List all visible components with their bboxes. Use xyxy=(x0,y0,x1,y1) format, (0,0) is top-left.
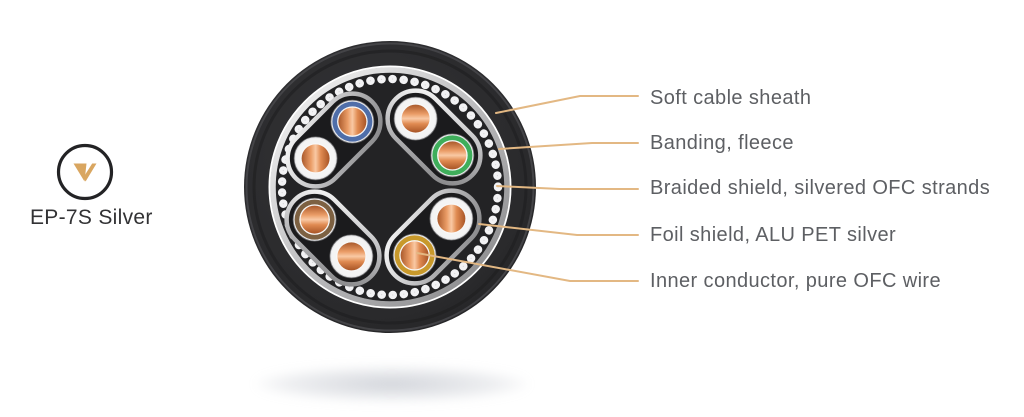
callout-label-soft-cable-sheath: Soft cable sheath xyxy=(650,87,812,109)
conductor-white xyxy=(429,196,474,241)
leader-line-0 xyxy=(495,95,639,114)
brand-logo xyxy=(56,143,114,201)
conductor-yellow xyxy=(392,233,437,278)
conductor-brown xyxy=(292,197,337,242)
wire-pairs xyxy=(284,88,483,287)
product-name: EP-7S Silver xyxy=(30,206,153,229)
wire-pair-top-left xyxy=(285,91,383,189)
leader-line-4 xyxy=(416,252,639,282)
wire-pair-top-right xyxy=(385,88,483,186)
conductor-white xyxy=(293,136,338,181)
conductor-green xyxy=(430,133,475,178)
callout-label-foil-shield: Foil shield, ALU PET silver xyxy=(650,224,897,246)
leader-line-3 xyxy=(478,223,639,236)
callout-label-braided-shield: Braided shield, silvered OFC strands xyxy=(650,177,991,199)
leader-lines xyxy=(416,95,639,282)
callout-label-inner-conductor: Inner conductor, pure OFC wire xyxy=(650,270,942,292)
wire-pair-bottom-left xyxy=(284,189,382,287)
callout-label-banding-fleece: Banding, fleece xyxy=(650,132,794,154)
wire-pair-bottom-right xyxy=(384,188,482,286)
conductor-white xyxy=(329,234,374,279)
cable-body xyxy=(244,41,536,333)
brand-v-icon xyxy=(73,163,97,182)
leader-line-1 xyxy=(498,142,639,150)
cable-drop-shadow xyxy=(256,366,528,402)
conductor-blue xyxy=(330,99,375,144)
conductor-white xyxy=(393,96,438,141)
leader-line-2 xyxy=(496,185,639,190)
